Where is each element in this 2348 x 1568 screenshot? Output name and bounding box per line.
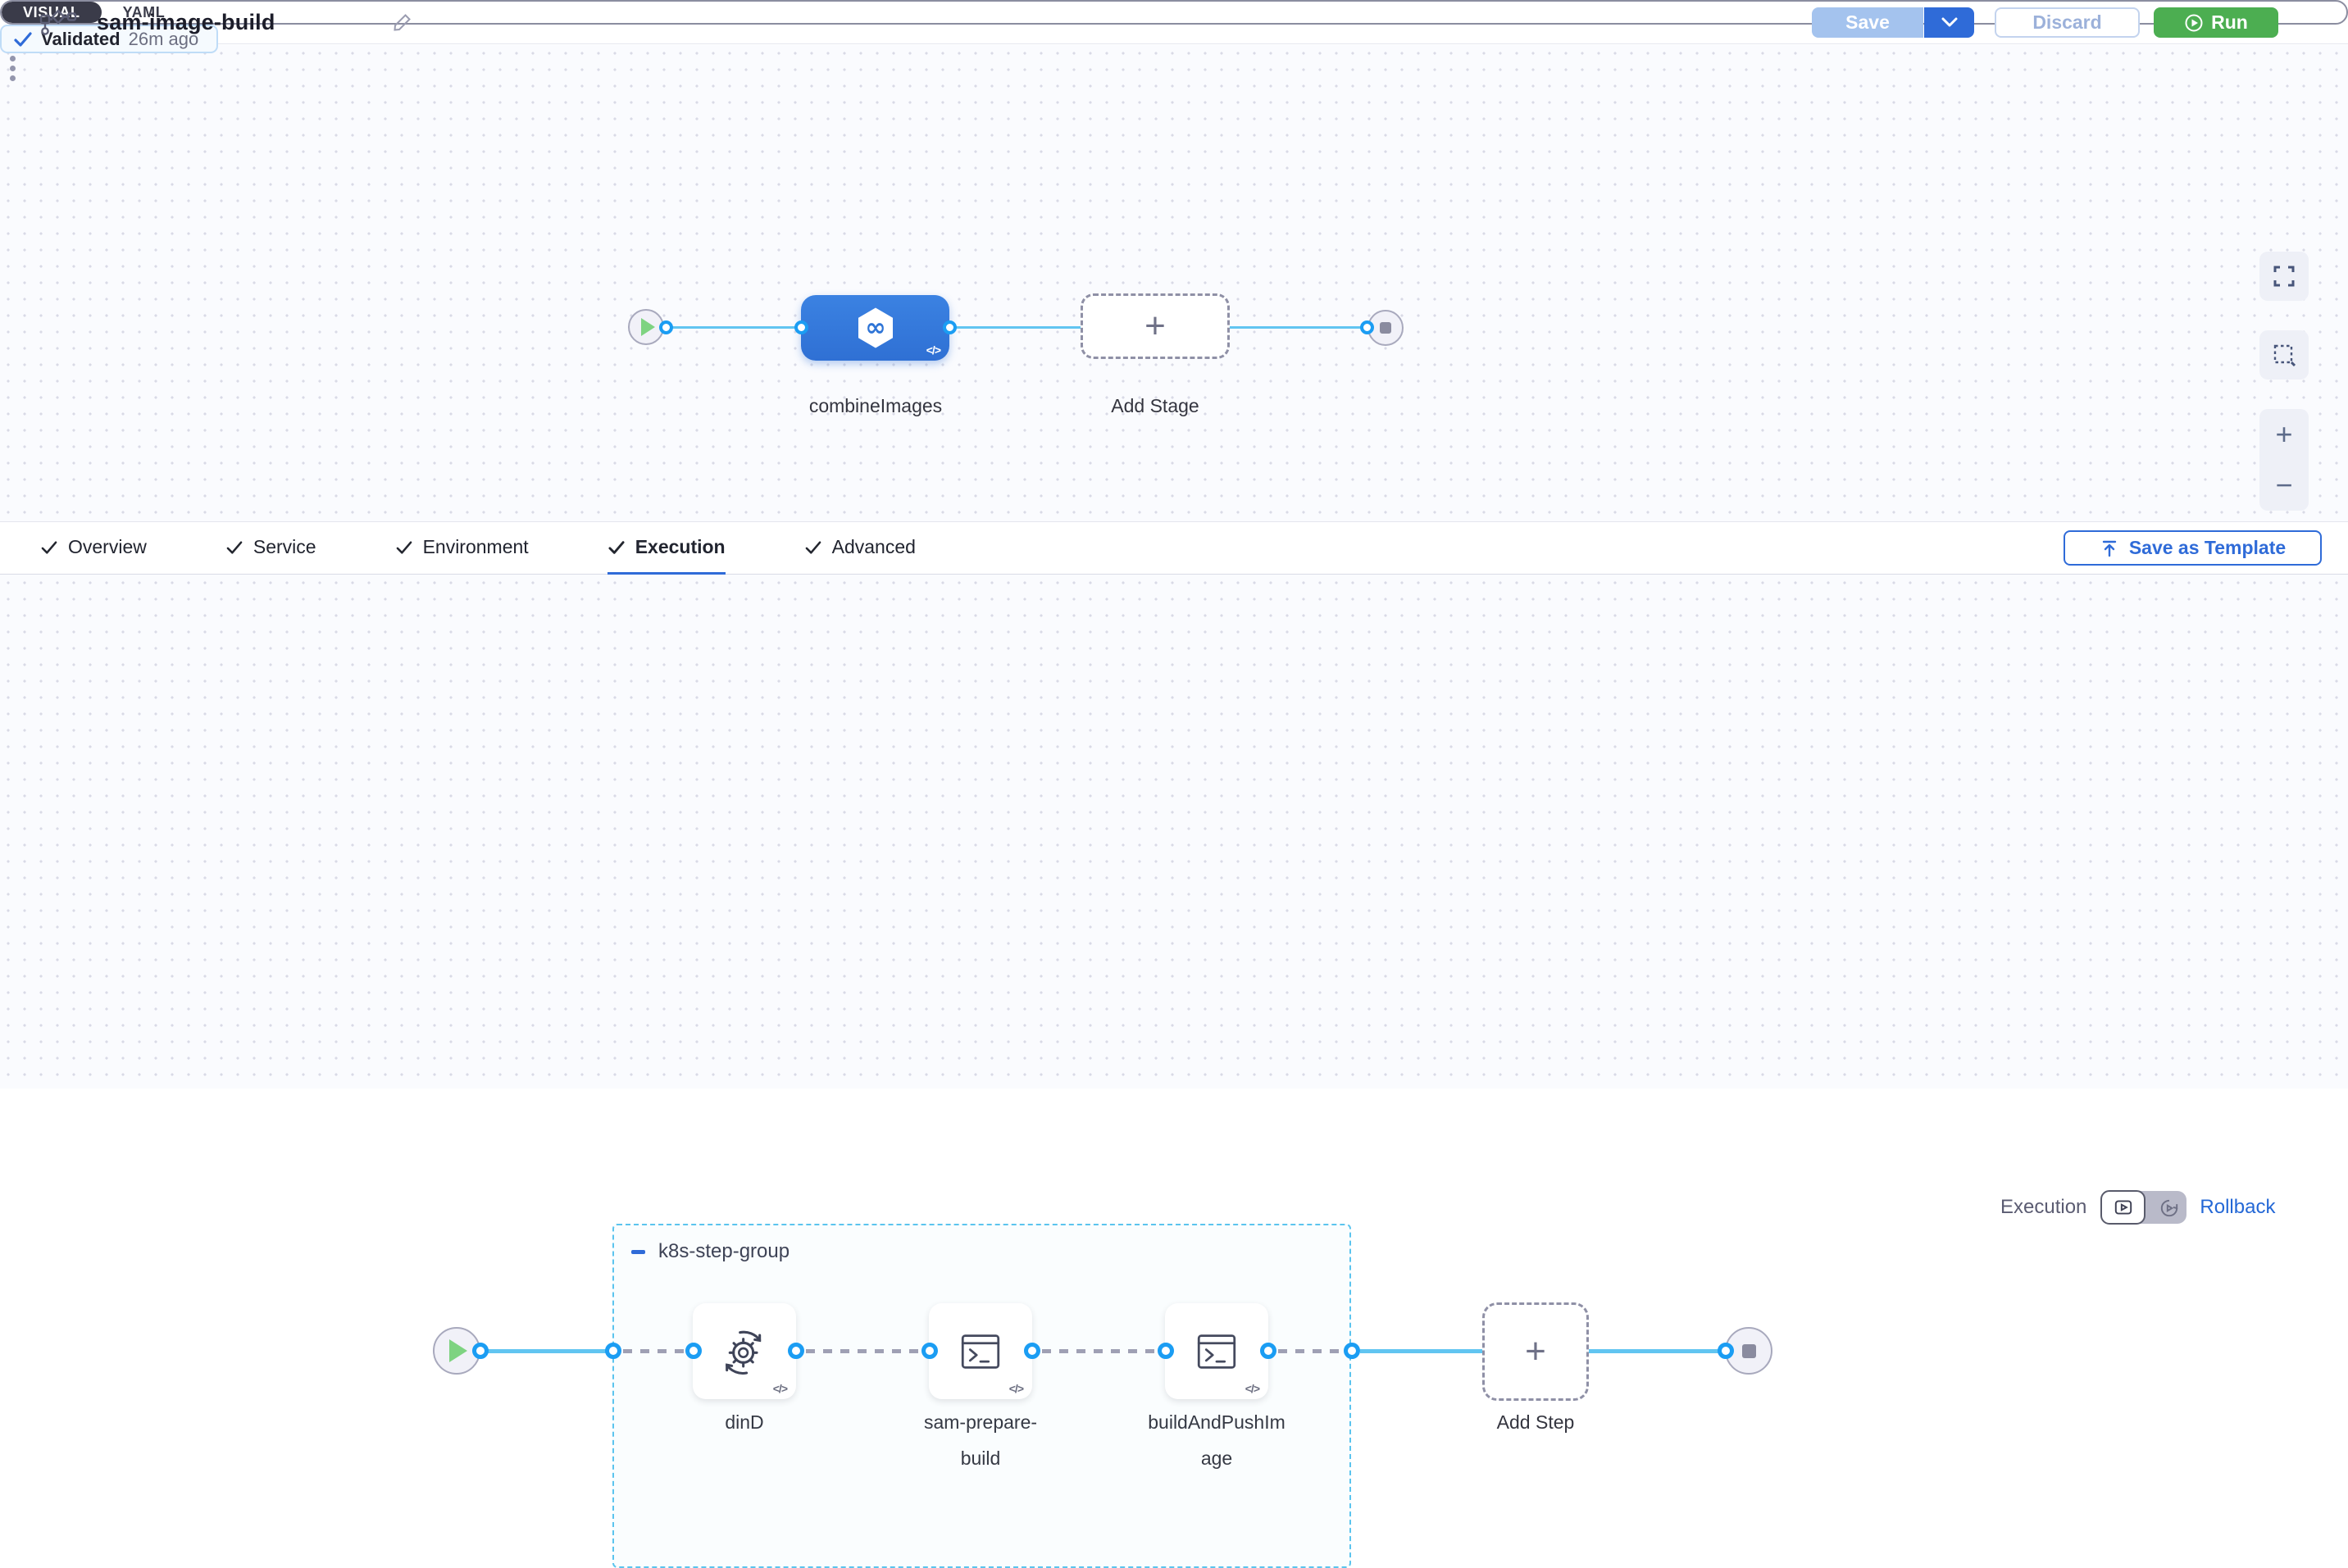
pipeline-icon [39,0,77,44]
connector-line [669,326,801,329]
tab-overview[interactable]: Overview [40,522,147,575]
connector-port[interactable] [1360,320,1374,334]
tab-execution[interactable]: Execution [607,522,726,575]
connector-port[interactable] [794,320,808,334]
run-play-icon [2185,14,2203,31]
discard-button[interactable]: Discard [1995,7,2140,38]
add-step-button[interactable]: + [1482,1302,1589,1401]
rollback-mode-segment[interactable] [2159,1198,2180,1223]
validated-badge[interactable]: Validated 26m ago [0,25,218,53]
execution-mode-segment[interactable] [2100,1190,2146,1225]
chevron-down-icon [1941,17,1957,27]
stop-icon [1741,1343,1756,1358]
connector-port[interactable] [1718,1343,1734,1359]
header: sam-image-build VISUAL YAML Validated 26… [0,0,2348,81]
check-icon [41,540,57,554]
connector-port[interactable] [1158,1343,1174,1359]
zoom-out-button[interactable]: − [2275,468,2293,502]
page-title: sam-image-build [97,9,275,34]
fullscreen-button[interactable] [2259,252,2309,301]
tab-service[interactable]: Service [225,522,316,575]
stage-pipeline-canvas[interactable]: ∞ </> + combineImages Add Stage + − [0,45,2348,521]
validated-time: 26m ago [128,28,199,49]
start-play-icon [640,318,655,336]
connector-port[interactable] [605,1343,621,1359]
code-icon: </> [1245,1382,1260,1395]
plus-icon: + [1525,1331,1546,1371]
connector-port[interactable] [943,320,957,334]
connector-line [1589,1349,1727,1353]
connector-line [1230,326,1361,329]
check-icon [608,540,625,554]
connector-port[interactable] [788,1343,804,1359]
step-node-sam-prepare-build[interactable]: </> [929,1303,1032,1399]
stage-node-combineimages[interactable]: ∞ </> [801,295,949,361]
connector-port[interactable] [1260,1343,1276,1359]
code-icon: </> [1008,1382,1024,1395]
save-as-template-button[interactable]: Save as Template [2064,530,2322,566]
zoom-panel: + − [2259,409,2309,511]
terminal-icon [961,1334,1000,1369]
execution-rollback-toggle[interactable] [2100,1190,2187,1225]
connector-line [954,326,1081,329]
connector-line [485,1349,607,1353]
tab-advanced[interactable]: Advanced [804,522,916,575]
upload-icon [2102,540,2117,557]
step-group-name: k8s-step-group [658,1240,790,1262]
terminal-icon [1197,1334,1236,1369]
connector-line [1360,1349,1482,1353]
add-stage-label: Add Stage [1111,395,1199,416]
save-dropdown-button[interactable] [1924,7,1974,38]
dashed-connector-line [1278,1349,1345,1353]
check-icon [14,31,32,47]
fullscreen-icon [2273,266,2295,287]
step-node-dind[interactable]: </> [693,1303,796,1399]
execution-play-icon [2114,1200,2132,1215]
svg-text:∞: ∞ [865,313,885,342]
more-options-kebab-icon[interactable] [0,53,25,84]
execution-mode-label: Execution [2000,1196,2087,1218]
collapse-minus-icon[interactable] [631,1249,645,1254]
start-play-icon [449,1339,467,1362]
stage-label: combineImages [808,395,943,416]
step-group-header: k8s-step-group [631,1240,789,1263]
tab-environment[interactable]: Environment [395,522,529,575]
add-stage-button[interactable]: + [1081,293,1230,359]
connector-port[interactable] [921,1343,938,1359]
run-label: Run [2211,11,2248,33]
code-icon: </> [926,343,941,357]
plus-icon: + [1144,306,1166,346]
edit-pencil-icon[interactable] [392,0,413,44]
step-node-buildandpushimage[interactable]: </> [1165,1303,1268,1399]
pipeline-start-node [628,309,664,345]
stop-icon [1380,322,1391,334]
check-icon [396,540,412,554]
connector-port[interactable] [1024,1343,1040,1359]
marquee-select-icon [2273,344,2296,366]
connector-port[interactable] [472,1343,489,1359]
check-icon [226,540,243,554]
execution-mode-row: Execution Rollback [2000,1190,2275,1225]
check-icon [805,540,821,554]
stage-tabbar: Overview Service Environment Execution A… [0,521,2348,575]
dashed-connector-line [1042,1349,1163,1353]
gear-sync-icon [726,1330,762,1375]
run-button[interactable]: Run [2154,7,2278,38]
connector-port[interactable] [1344,1343,1360,1359]
code-icon: </> [772,1382,788,1395]
dashed-connector-line [623,1349,693,1353]
tab-yaml[interactable]: YAML [122,3,166,20]
add-step-label: Add Step [1496,1411,1575,1433]
validated-label: Validated [41,28,121,49]
stage-link-icon: ∞ [858,307,893,348]
rollback-link[interactable]: Rollback [2200,1196,2276,1218]
execution-canvas[interactable]: Execution Rollback k8s-step-group [0,575,2348,1568]
marquee-select-button[interactable] [2259,330,2309,380]
save-button[interactable]: Save [1812,7,1923,38]
dashed-connector-line [806,1349,927,1353]
connector-port[interactable] [659,320,673,334]
zoom-in-button[interactable]: + [2275,417,2293,451]
connector-port[interactable] [685,1343,702,1359]
rollback-icon [2161,1199,2178,1217]
